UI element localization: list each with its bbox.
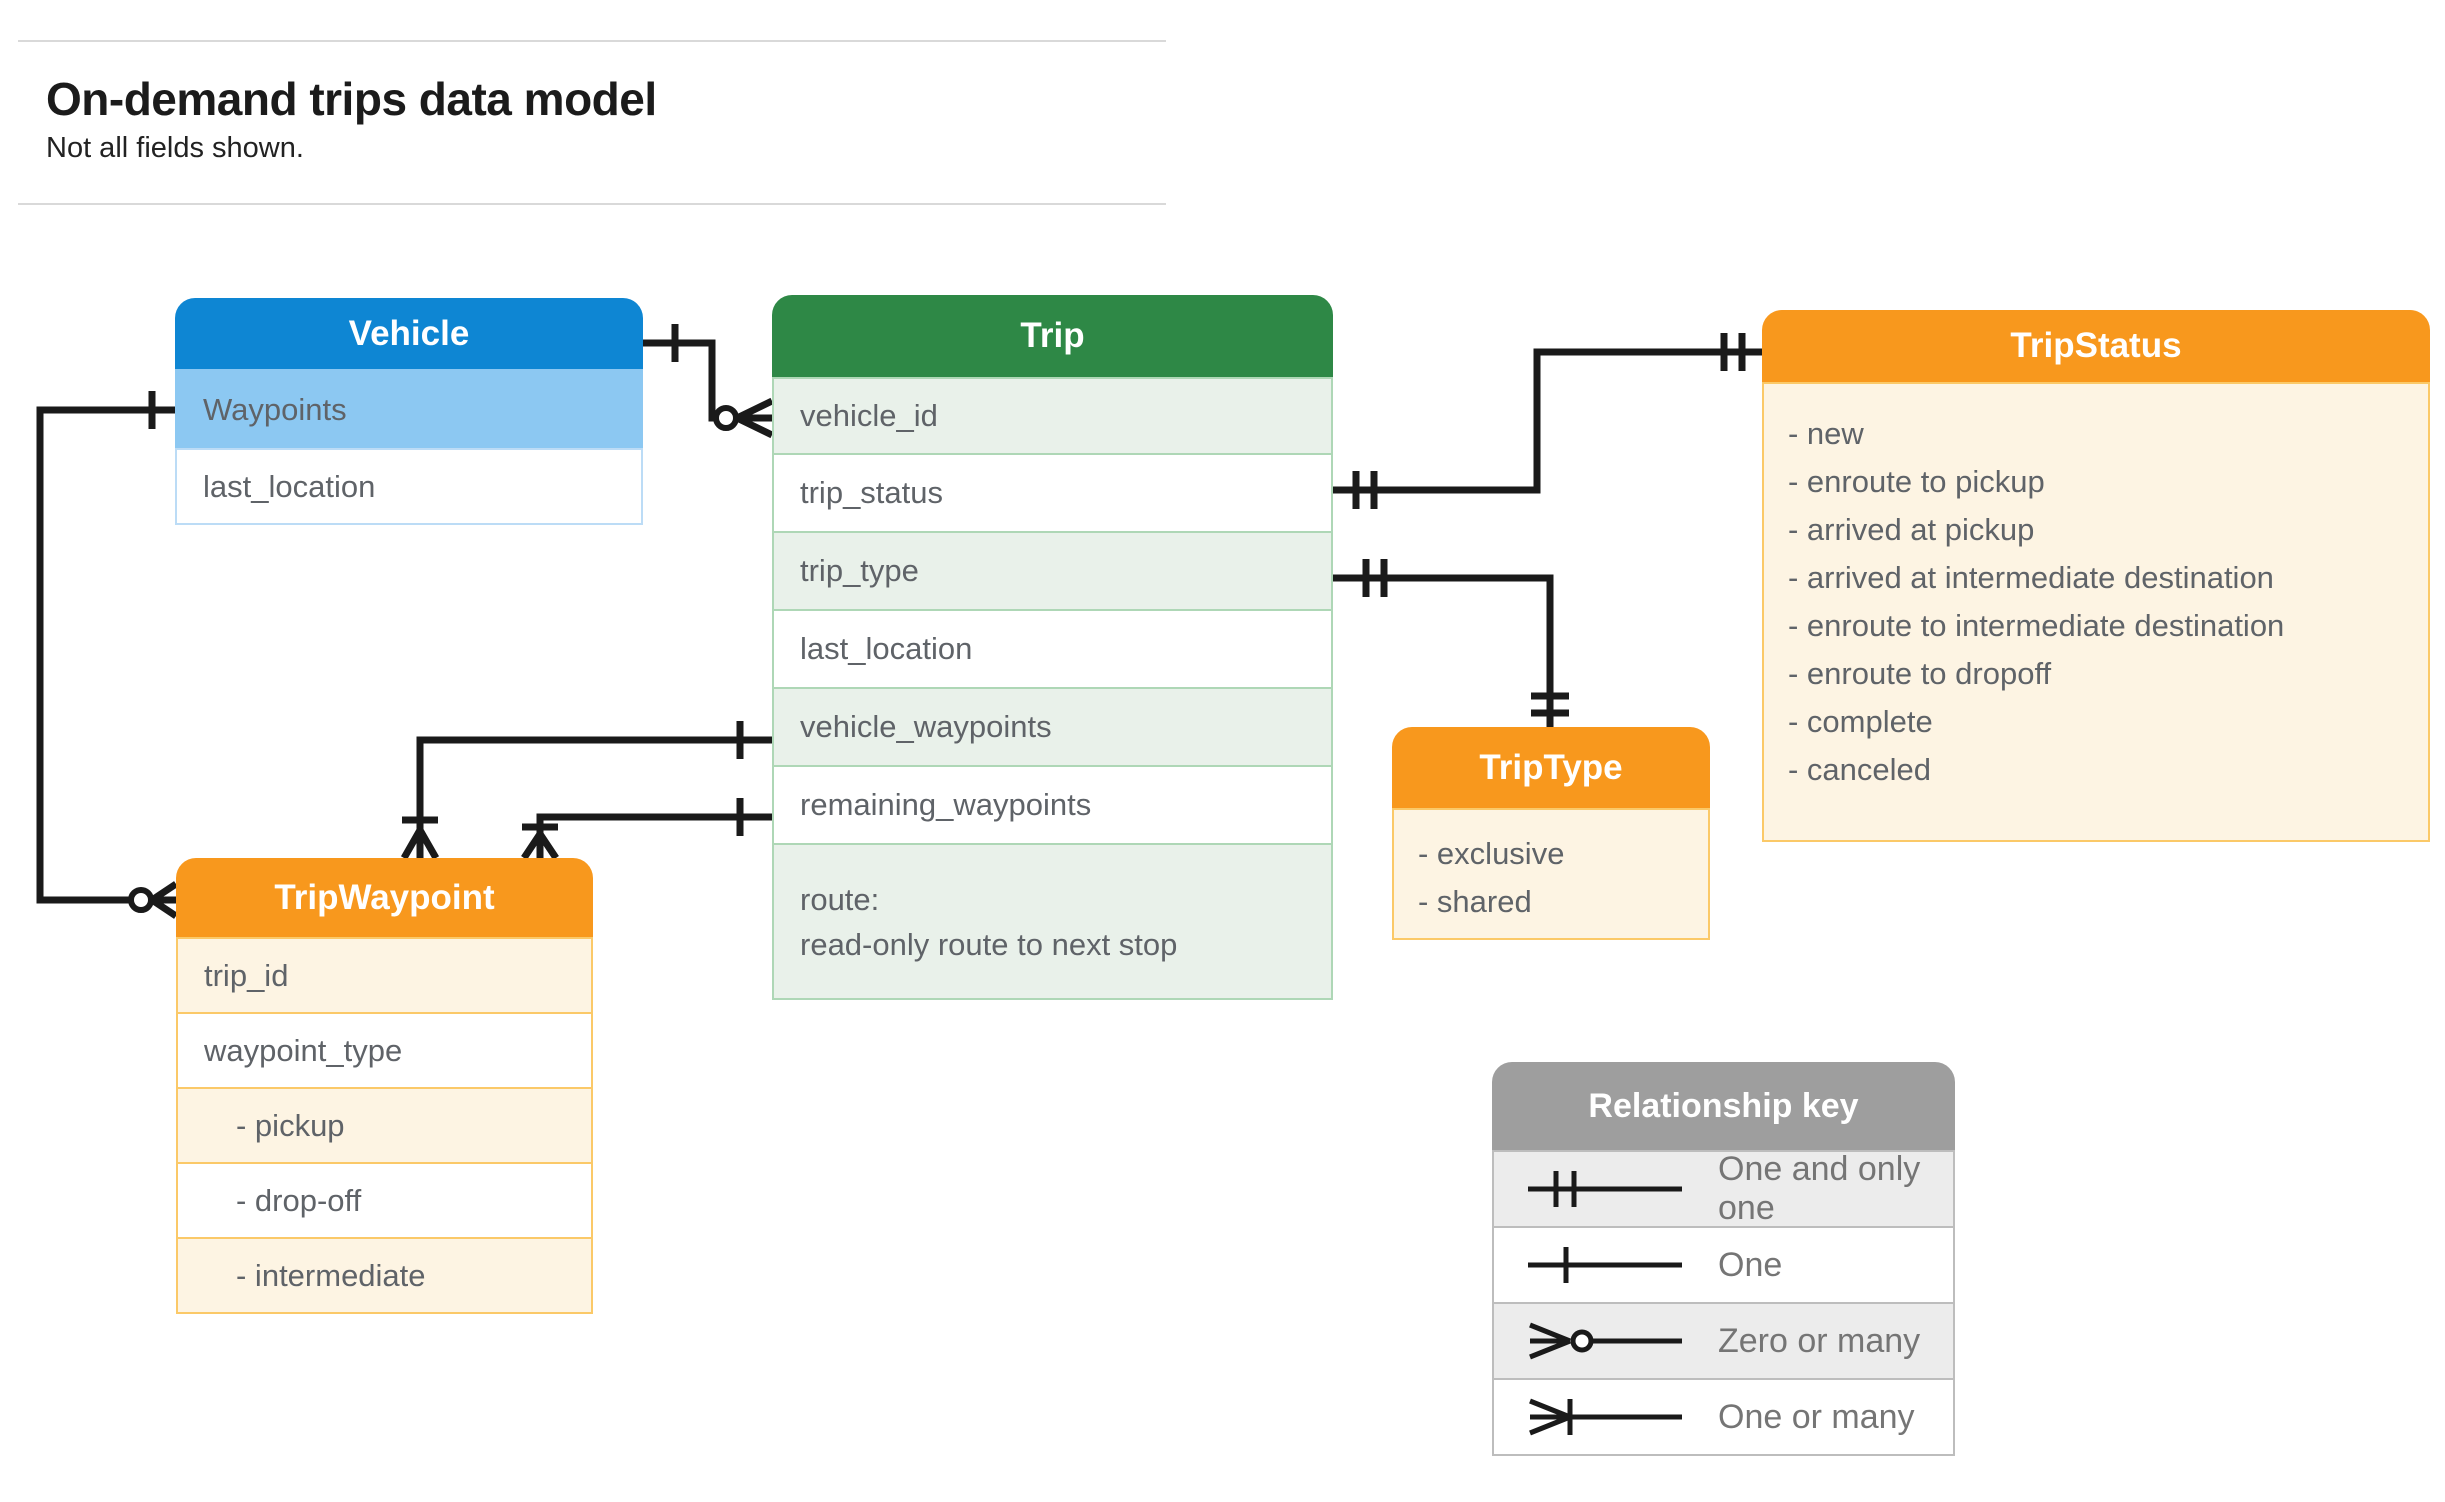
- table-vehicle: Vehicle Waypoints last_location: [175, 298, 643, 525]
- waypoint-value-drop-off: - drop-off: [176, 1162, 593, 1239]
- legend-row-one-or-many: One or many: [1492, 1378, 1955, 1456]
- status-new: - new: [1788, 416, 1864, 451]
- legend-row-one: One: [1492, 1226, 1955, 1304]
- crow-foot-icon: [150, 881, 178, 919]
- table-triptype: TripType - exclusive - shared: [1392, 727, 1710, 940]
- one-or-many-icon: [1529, 1398, 1682, 1436]
- type-exclusive: - exclusive: [1418, 836, 1565, 871]
- table-triptype-title: TripType: [1392, 727, 1710, 808]
- status-canceled: - canceled: [1788, 752, 1932, 787]
- connector-vehicle-waypoints: [400, 721, 772, 860]
- connector-remaining-waypoints: [521, 798, 772, 860]
- field-trip-last-location: last_location: [772, 609, 1333, 689]
- zero-circle: [713, 405, 739, 431]
- field-trip-status: trip_status: [772, 453, 1333, 533]
- legend-row-one-and-only-one: One and only one: [1492, 1150, 1955, 1228]
- one-icon: [1528, 1247, 1682, 1283]
- legend-label: One: [1718, 1245, 1783, 1284]
- waypoint-value-pickup: - pickup: [176, 1087, 593, 1164]
- table-tripstatus: TripStatus - new - enroute to pickup - a…: [1762, 310, 2430, 842]
- table-tripwaypoint-title: TripWaypoint: [176, 858, 593, 937]
- page-subtitle: Not all fields shown.: [46, 132, 304, 164]
- legend-row-zero-or-many: Zero or many: [1492, 1302, 1955, 1380]
- connector-triptype: [1333, 559, 1569, 727]
- table-tripwaypoint: TripWaypoint trip_id waypoint_type - pic…: [176, 858, 593, 1314]
- table-tripstatus-title: TripStatus: [1762, 310, 2430, 382]
- field-trip-vehicle-id: vehicle_id: [772, 377, 1333, 455]
- waypoint-value-intermediate: - intermediate: [176, 1237, 593, 1314]
- field-waypoint-trip-id: trip_id: [176, 937, 593, 1014]
- crow-foot-icon: [400, 828, 440, 860]
- table-trip-title: Trip: [772, 295, 1333, 377]
- relationship-key: Relationship key One and only one One Ze…: [1492, 1062, 1955, 1456]
- status-arrived-at-pickup: - arrived at pickup: [1788, 512, 2035, 547]
- type-shared: - shared: [1418, 884, 1532, 919]
- status-enroute-to-dropoff: - enroute to dropoff: [1788, 656, 2052, 691]
- divider-bottom: [18, 203, 1166, 205]
- field-vehicle-waypoints: Waypoints: [175, 369, 643, 450]
- crow-foot-icon: [735, 397, 774, 439]
- field-trip-route: route: read-only route to next stop: [772, 843, 1333, 1000]
- legend-label: One or many: [1718, 1397, 1915, 1436]
- legend-label: One and only one: [1718, 1150, 1921, 1227]
- zero-circle: [128, 887, 154, 913]
- status-enroute-to-intermediate-destination: - enroute to intermediate destination: [1788, 608, 2285, 643]
- status-arrived-at-intermediate-destination: - arrived at intermediate destination: [1788, 560, 2274, 595]
- tripstatus-values: - new - enroute to pickup - arrived at p…: [1762, 382, 2430, 842]
- zero-or-many-icon: [1529, 1322, 1682, 1360]
- status-enroute-to-pickup: - enroute to pickup: [1788, 464, 2045, 499]
- relationship-key-title: Relationship key: [1492, 1062, 1955, 1150]
- connector-vehicle-to-trip: [643, 324, 774, 439]
- field-waypoint-type: waypoint_type: [176, 1012, 593, 1089]
- connector-waypoints-to-tripwaypoint: [36, 391, 178, 919]
- route-line-2: read-only route to next stop: [800, 926, 1178, 962]
- route-line-1: route:: [800, 881, 880, 917]
- one-and-only-one-icon: [1528, 1171, 1682, 1207]
- field-trip-vehicle-waypoints: vehicle_waypoints: [772, 687, 1333, 767]
- page-title: On-demand trips data model: [46, 73, 657, 125]
- field-trip-remaining-waypoints: remaining_waypoints: [772, 765, 1333, 845]
- field-trip-type: trip_type: [772, 531, 1333, 611]
- legend-label: Zero or many: [1718, 1321, 1921, 1360]
- field-vehicle-last-location: last_location: [175, 448, 643, 525]
- triptype-values: - exclusive - shared: [1392, 808, 1710, 940]
- connector-tripstatus: [1333, 333, 1762, 509]
- table-trip: Trip vehicle_id trip_status trip_type la…: [772, 295, 1333, 1000]
- table-vehicle-title: Vehicle: [175, 298, 643, 369]
- divider-top: [18, 40, 1166, 42]
- status-complete: - complete: [1788, 704, 1933, 739]
- crow-foot-icon: [521, 832, 559, 860]
